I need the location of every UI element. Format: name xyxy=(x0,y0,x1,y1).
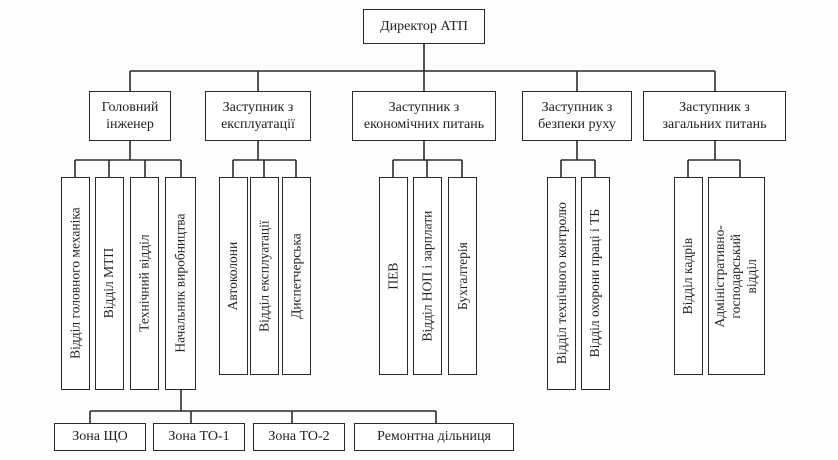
dept-label: Адміністративно-господарський відділ xyxy=(712,224,760,328)
deputy-line1: Заступник з xyxy=(222,99,294,115)
dept-mtp: Відділ МТП xyxy=(95,177,124,390)
dept-administrative: Адміністративно-господарський відділ xyxy=(708,177,765,375)
dept-label: Диспетчерська xyxy=(288,233,304,319)
zone-to1: Зона ТО-1 xyxy=(153,423,245,451)
dept-label: Начальник виробництва xyxy=(172,213,188,354)
zone-label: Зона ТО-2 xyxy=(268,429,330,445)
dept-production-head: Начальник виробництва xyxy=(165,177,196,390)
deputy-operations: Заступник з експлуатації xyxy=(205,91,311,141)
dept-label: Відділ МТП xyxy=(101,248,117,319)
director-box: Директор АТП xyxy=(363,9,485,44)
dept-label: Автоколони xyxy=(225,241,241,311)
dept-labor-safety: Відділ охорони праці і ТБ xyxy=(581,177,610,390)
dept-hr: Відділ кадрів xyxy=(674,177,703,375)
zone-label: Зона ТО-1 xyxy=(168,429,230,445)
dept-operations: Відділ експлуатації xyxy=(250,177,279,375)
dept-technical-control: Відділ технічного контролю xyxy=(547,177,576,390)
zone-repair: Ремонтна дільниця xyxy=(354,423,514,451)
dept-label: Відділ експлуатації xyxy=(256,220,272,332)
dept-label: Технічний відділ xyxy=(136,234,152,333)
deputy-economics: Заступник з економічних питань xyxy=(352,91,496,141)
dept-dispatch: Диспетчерська xyxy=(282,177,311,375)
dept-accounting: Бухгалтерія xyxy=(448,177,477,375)
dept-pev: ПЕВ xyxy=(379,177,408,375)
zone-label: Зона ЩО xyxy=(72,429,128,445)
dept-nop-salary: Відділ НОП і зарплати xyxy=(413,177,442,375)
dept-label: ПЕВ xyxy=(385,262,401,290)
deputy-line2: загальних питань xyxy=(662,117,767,132)
deputy-line2: економічних питань xyxy=(363,117,485,132)
deputy-line1: Головний xyxy=(101,99,159,115)
zone-to2: Зона ТО-2 xyxy=(253,423,345,451)
deputy-line2: безпеки руху xyxy=(538,117,616,132)
deputy-chief-engineer: Головний інженер xyxy=(89,91,171,141)
deputy-line2: інженер xyxy=(106,117,154,132)
dept-label: Відділ технічного контролю xyxy=(553,202,569,365)
director-label: Директор АТП xyxy=(380,18,468,34)
deputy-line2: експлуатації xyxy=(221,117,295,132)
zone-label: Ремонтна дільниця xyxy=(377,429,491,445)
deputy-line1: Заступник з xyxy=(679,99,750,115)
deputy-safety: Заступник з безпеки руху xyxy=(522,91,632,141)
dept-chief-mechanic: Відділ головного механіка xyxy=(61,177,90,390)
dept-technical: Технічний відділ xyxy=(130,177,159,390)
dept-label: Відділ кадрів xyxy=(680,237,696,315)
dept-label: Бухгалтерія xyxy=(454,242,470,310)
dept-label: Відділ головного механіка xyxy=(67,207,83,360)
dept-motor-columns: Автоколони xyxy=(219,177,248,375)
deputy-line1: Заступник з xyxy=(388,99,460,115)
dept-label: Відділ охорони праці і ТБ xyxy=(587,209,603,358)
deputy-line1: Заступник з xyxy=(541,99,613,115)
dept-label: Відділ НОП і зарплати xyxy=(419,210,435,342)
zone-shcho: Зона ЩО xyxy=(54,423,146,451)
deputy-general: Заступник з загальних питань xyxy=(643,91,786,141)
